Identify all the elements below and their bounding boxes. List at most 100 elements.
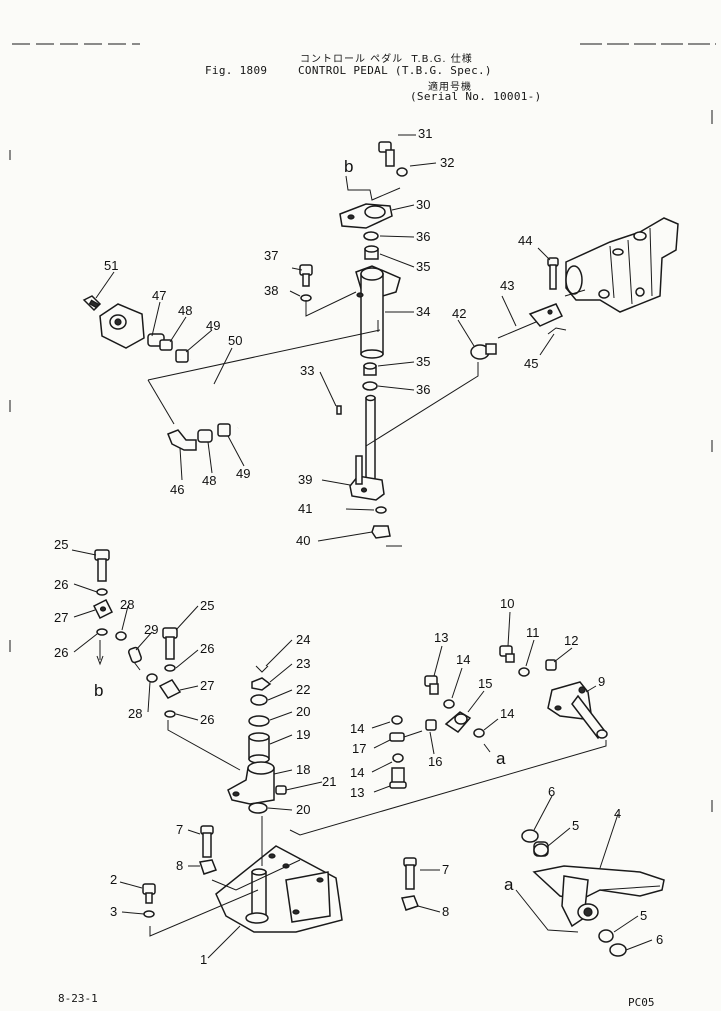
part-13-bolt-upper [424, 675, 439, 695]
part-22-washer [250, 694, 268, 706]
part-36-seal-upper [363, 231, 379, 241]
callout-1: 1 [200, 952, 207, 967]
callout-24: 24 [296, 632, 310, 647]
callout-25-right: 25 [200, 598, 214, 613]
part-8-nut-right [401, 895, 419, 911]
part-5-bushing-upper [533, 841, 549, 857]
part-49-nut-lower [217, 423, 231, 437]
part-20-seal-lower [248, 802, 268, 814]
reference-b-top: b [344, 157, 353, 176]
part-27-clevis-a [92, 598, 114, 620]
part-42-joint [470, 343, 497, 360]
part-18-lever-hub [227, 761, 275, 805]
drawing-code: PC05 [628, 996, 655, 1009]
callout-13-upper: 13 [434, 630, 448, 645]
part-9-lever-shaft [547, 681, 608, 740]
part-44-bolt [547, 257, 559, 290]
callout-3: 3 [110, 904, 117, 919]
part-3-washer [143, 910, 155, 918]
scan-border-marks [9, 43, 716, 812]
callout-14-c: 14 [350, 721, 364, 736]
callout-leader-lines [71, 134, 653, 959]
serial-range: (Serial No. 10001-) [410, 90, 542, 103]
part-33-key [336, 405, 342, 415]
part-41-washer [375, 506, 387, 514]
callout-19: 19 [296, 727, 310, 742]
japanese-title: コントロール ペダル T.B.G. 仕様 [300, 54, 473, 65]
part-14-washer-d [392, 753, 404, 763]
callout-48-upper: 48 [178, 303, 192, 318]
part-20-seal-upper [248, 715, 270, 727]
callout-44: 44 [518, 233, 532, 248]
callout-48-lower: 48 [202, 473, 216, 488]
callout-34: 34 [416, 304, 430, 319]
part-5-bushing-lower [598, 929, 614, 943]
part-30-clamp [339, 203, 393, 229]
control-valve-body [565, 217, 679, 313]
callout-27-left: 27 [54, 610, 68, 625]
callout-23: 23 [296, 656, 310, 671]
part-25-bolt-right [162, 627, 178, 660]
callout-27-right: 27 [200, 678, 214, 693]
callout-46: 46 [170, 482, 184, 497]
callout-51: 51 [104, 258, 118, 273]
reference-letters: b b a a [94, 157, 514, 894]
lower-linkage-assembly [92, 549, 665, 957]
part-6-seal-lower [609, 943, 627, 957]
part-51-fitting [82, 295, 102, 312]
callout-20-upper: 20 [296, 704, 310, 719]
callout-18: 18 [296, 762, 310, 777]
part-28-washer-b [146, 673, 158, 683]
part-24-pin [255, 665, 269, 673]
part-31-bolt [378, 141, 395, 167]
callout-6-upper: 6 [548, 784, 555, 799]
part-23-nut [251, 677, 272, 691]
callout-36-lower: 36 [416, 382, 430, 397]
callout-28-upper: 28 [120, 597, 134, 612]
callout-6-lower: 6 [656, 932, 663, 947]
part-16-locknut [425, 719, 437, 731]
part-14-washer-b [473, 728, 485, 738]
part-7-bolt-left [200, 825, 214, 858]
part-10-bolt [499, 645, 515, 663]
part-21-grease-fitting [275, 785, 287, 795]
part-40-nut [371, 525, 391, 539]
callout-17: 17 [352, 741, 366, 756]
part-14-washer-a [443, 699, 455, 709]
callout-38: 38 [264, 283, 278, 298]
part-35-bushing-lower [363, 362, 377, 376]
callout-8-left: 8 [176, 858, 183, 873]
part-43-rod [497, 303, 564, 339]
page-number: 8-23-1 [58, 992, 98, 1005]
part-25-bolt-left [94, 549, 110, 582]
callout-36-upper: 36 [416, 229, 430, 244]
part-26-washer-c [164, 664, 176, 672]
callout-26-b: 26 [54, 645, 68, 660]
part-19-bushing [248, 732, 270, 764]
part-32-washer [396, 167, 408, 177]
callout-47: 47 [152, 288, 166, 303]
callout-43: 43 [500, 278, 514, 293]
part-7-bolt-right [403, 857, 417, 890]
callout-41: 41 [298, 501, 312, 516]
callout-8-right: 8 [442, 904, 449, 919]
callout-5-upper: 5 [572, 818, 579, 833]
callout-15: 15 [478, 676, 492, 691]
callout-28-lower: 28 [128, 706, 142, 721]
figure-number: Fig. 1809 [205, 64, 268, 77]
part-49-nut-upper [175, 349, 189, 363]
part-26-washer-a [96, 588, 108, 596]
part-37-bolt [299, 264, 313, 287]
part-1-bracket [215, 845, 343, 933]
callout-22: 22 [296, 682, 310, 697]
callout-35-lower: 35 [416, 354, 430, 369]
callout-31: 31 [418, 126, 432, 141]
part-26-washer-b [96, 628, 108, 636]
callout-11: 11 [526, 625, 540, 640]
callout-labels: 31 32 30 36 35 34 35 36 37 38 33 39 41 4… [54, 126, 663, 967]
part-14-washer-c [391, 715, 403, 725]
hose-group [82, 295, 381, 451]
part-27-clevis-b [158, 679, 182, 699]
callout-42: 42 [452, 306, 466, 321]
